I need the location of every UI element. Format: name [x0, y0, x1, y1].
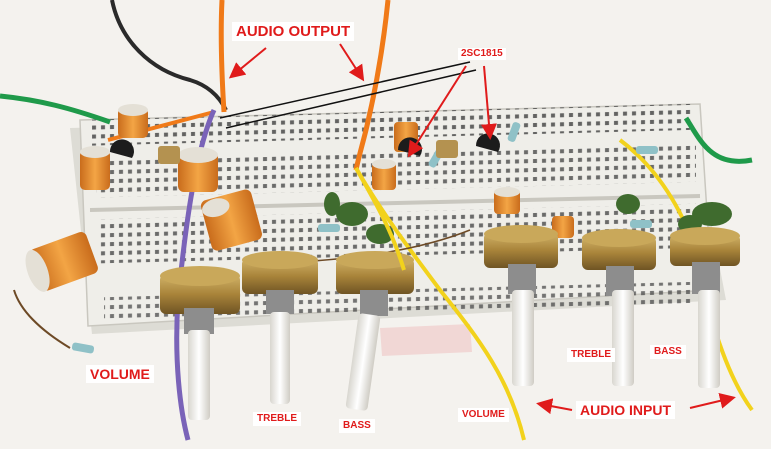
treble-label-left: TREBLE: [253, 412, 301, 426]
volume-label-left: VOLUME: [86, 365, 154, 383]
audio-input-label: AUDIO INPUT: [576, 401, 675, 419]
treble-label-right: TREBLE: [567, 348, 615, 362]
volume-label-right: VOLUME: [458, 408, 509, 422]
transistor-part-label: 2SC1815: [458, 48, 506, 60]
annotation-arrows: [228, 43, 736, 415]
yellow-wire: [354, 167, 406, 271]
audio-output-label: AUDIO OUTPUT: [232, 22, 355, 41]
electrolytic-capacitors: [25, 104, 574, 292]
potentiometers: [160, 225, 740, 420]
bass-label-left: BASS: [339, 419, 375, 433]
bass-label-right: BASS: [650, 345, 686, 359]
wires: [0, 0, 754, 441]
paper-sheet: [380, 324, 472, 356]
